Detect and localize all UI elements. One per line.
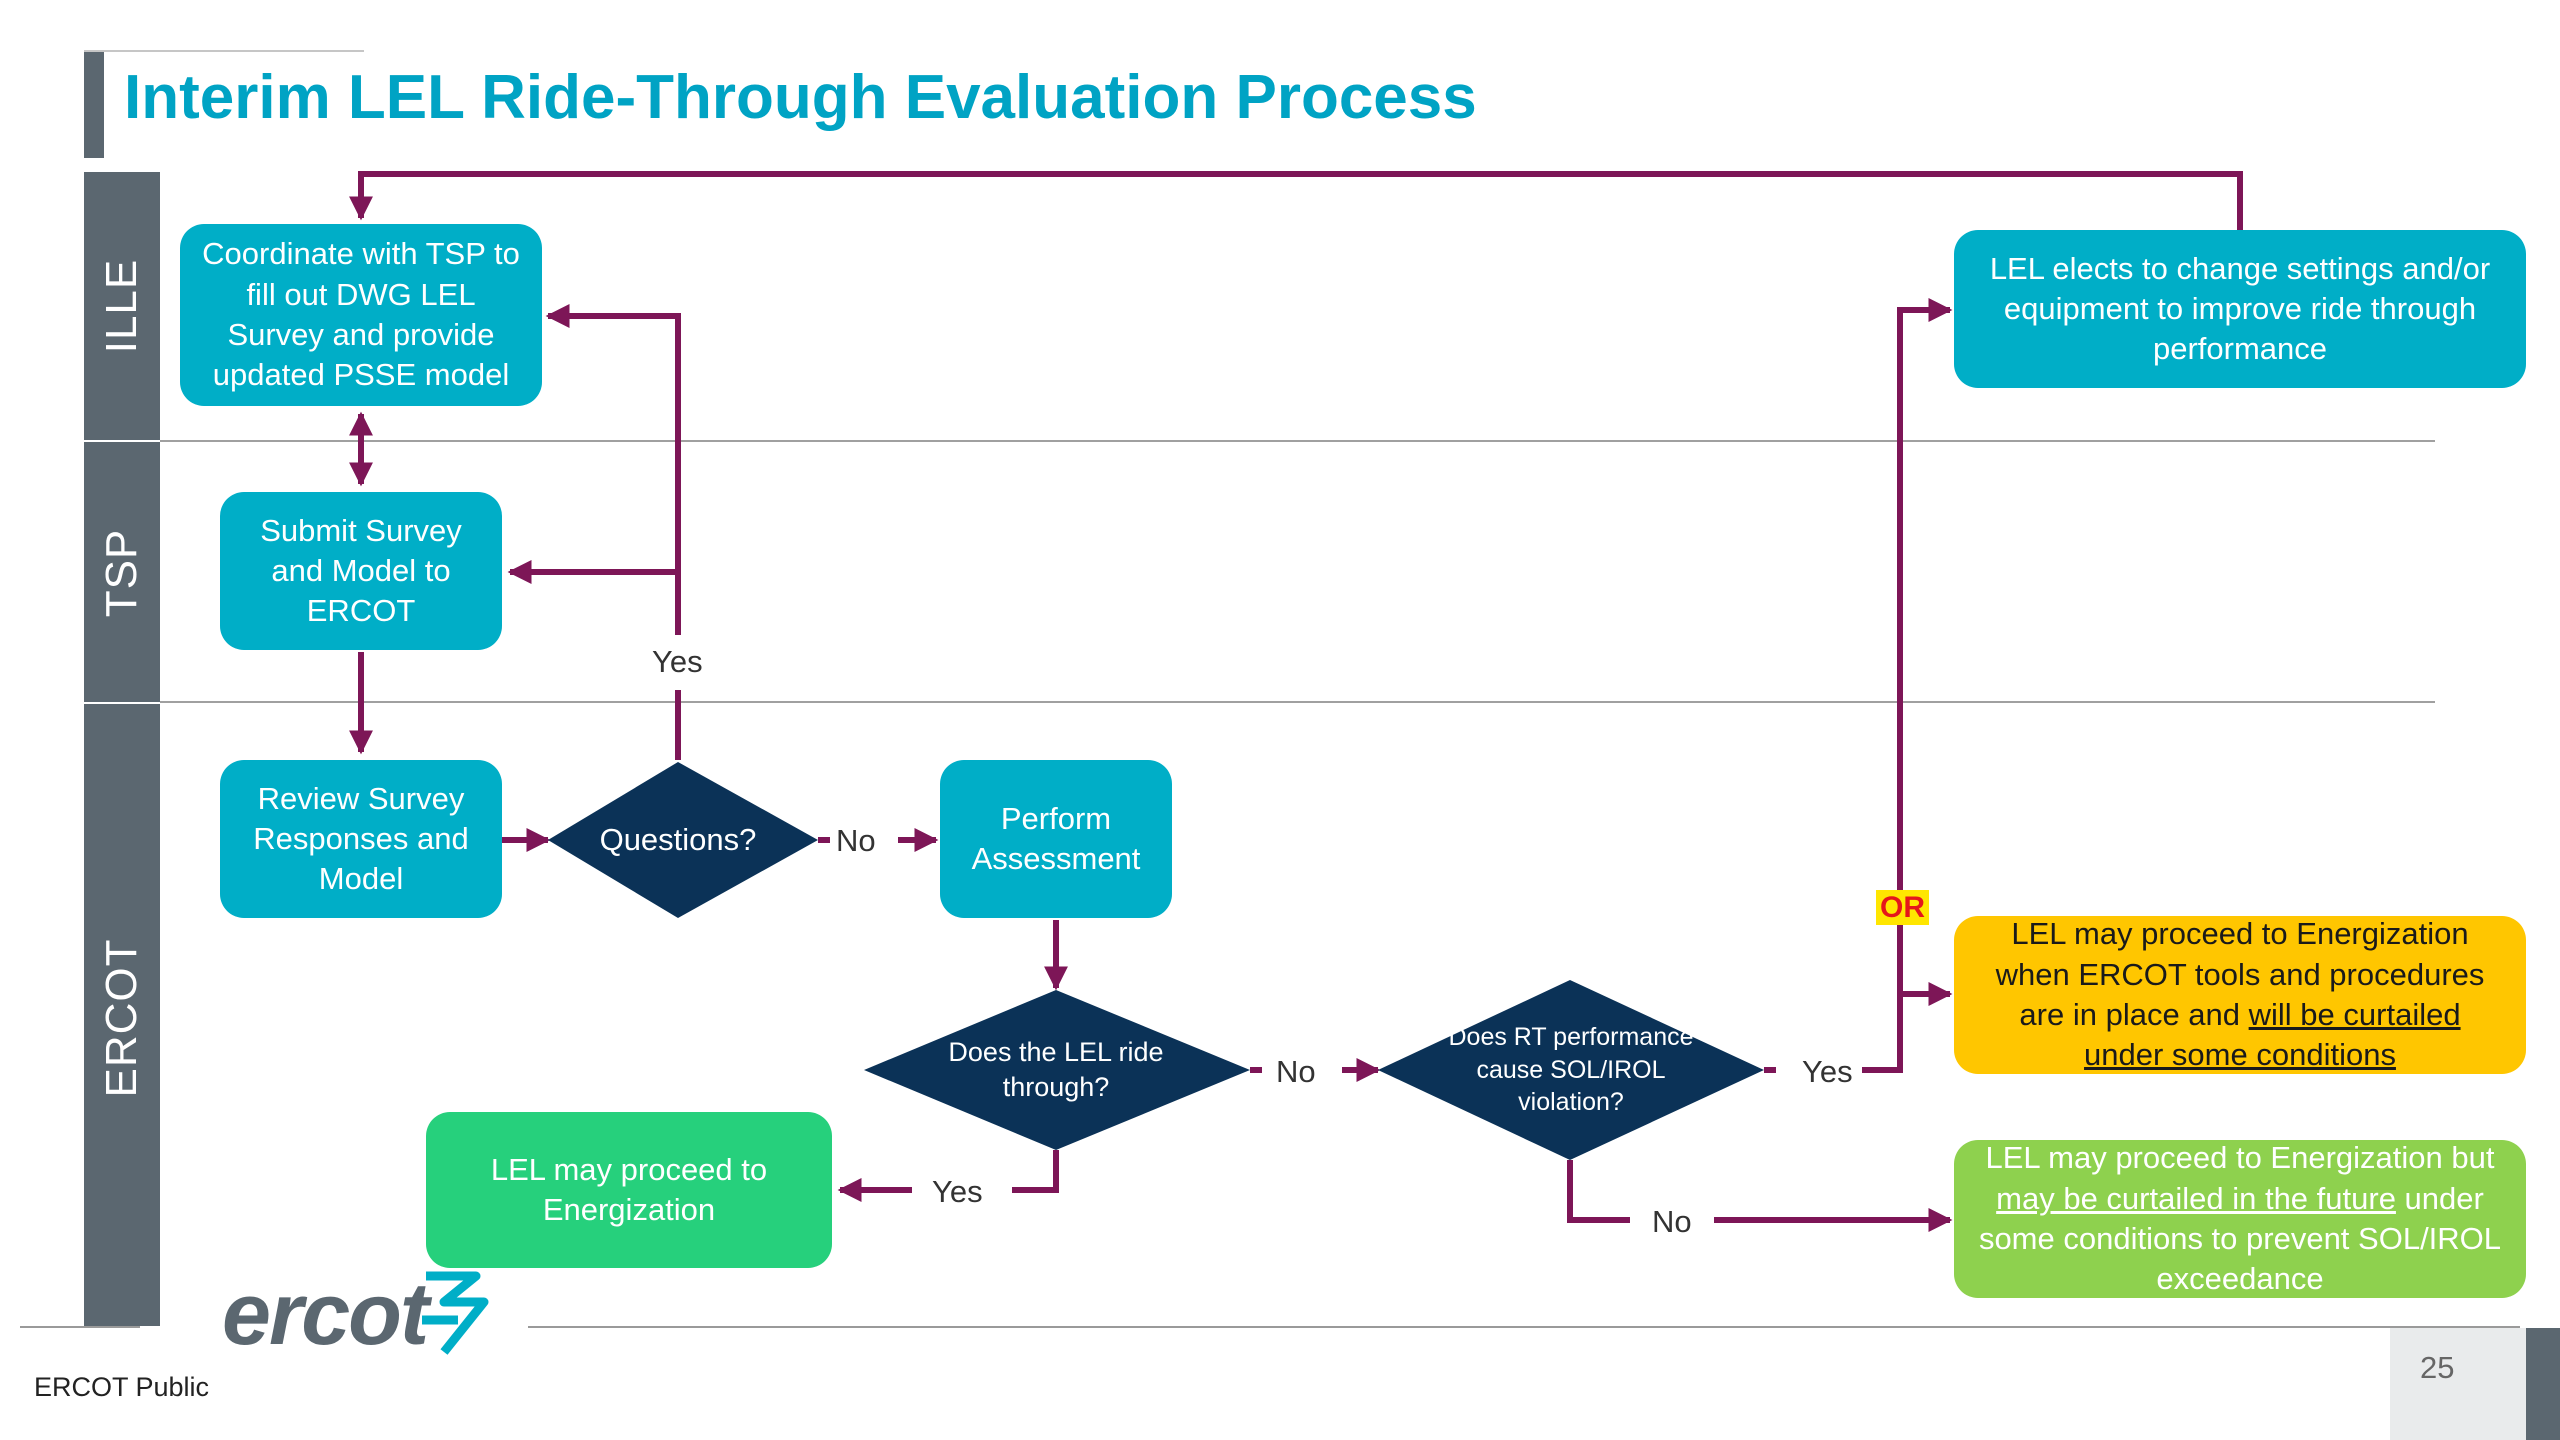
- page-edge-bar: [2526, 1328, 2560, 1440]
- lel-elects-box: LEL elects to change settings and/or equ…: [1954, 230, 2526, 388]
- ride-through-text: Does the LEL ride through?: [948, 1036, 1164, 1102]
- proceed-energization-box: LEL may proceed to Energization: [426, 1112, 832, 1268]
- submit-survey-box: Submit Survey and Model to ERCOT: [220, 492, 502, 650]
- energization-future-text: LEL may proceed to Energization but may …: [1978, 1140, 2502, 1297]
- questions-no-label: No: [830, 825, 882, 856]
- perform-assessment-box: Perform Assessment: [940, 760, 1172, 918]
- or-badge: OR: [1876, 890, 1929, 925]
- ride-yes-label: Yes: [926, 1176, 989, 1207]
- rt-yes-label: Yes: [1796, 1056, 1859, 1087]
- page-number-panel: [2390, 1328, 2526, 1440]
- rt-performance-text: Does RT performance cause SOL/IROL viola…: [1448, 1023, 1694, 1117]
- energization-future-box: LEL may proceed to Energization but may …: [1954, 1140, 2526, 1298]
- ride-yes-connector: [1012, 1150, 1059, 1193]
- future-underline: may be curtailed in the future: [1996, 1180, 2396, 1216]
- questions-text: Questions?: [599, 821, 757, 857]
- rt-no-label: No: [1646, 1206, 1698, 1237]
- footer-public-label: ERCOT Public: [34, 1372, 210, 1402]
- lane-ercot: [84, 704, 160, 1326]
- title-accent-bar: [84, 50, 104, 158]
- questions-yes-label: Yes: [646, 646, 709, 677]
- energization-curtailed-box: LEL may proceed to Energization when ERC…: [1954, 916, 2526, 1074]
- questions-diamond: [548, 762, 818, 918]
- bolt-icon: [422, 1271, 489, 1355]
- ride-through-diamond: [864, 990, 1250, 1150]
- loop-back-connector: [349, 171, 2243, 230]
- energization-curtailed-text: LEL may proceed to Energization when ERC…: [1995, 916, 2485, 1073]
- ercot-wordmark: ercot: [222, 1264, 429, 1363]
- ercot-logo: ercot: [222, 1270, 502, 1380]
- rt-no-connector: [1567, 1160, 1630, 1223]
- curtailed-underline: will be curtailed under some conditions: [2084, 997, 2461, 1073]
- lane-ille: [84, 172, 160, 440]
- lane-divider-2: [160, 701, 2435, 703]
- lane-divider-1: [160, 440, 2435, 442]
- coordinate-box: Coordinate with TSP to fill out DWG LEL …: [180, 224, 542, 406]
- page-title: Interim LEL Ride-Through Evaluation Proc…: [124, 63, 1477, 132]
- ride-no-label: No: [1270, 1056, 1322, 1087]
- title-rule: [84, 50, 364, 52]
- footer-rule-left: [20, 1326, 140, 1328]
- footer-rule-right: [528, 1326, 2520, 1328]
- page-number: 25: [2420, 1350, 2455, 1385]
- lane-tsp: [84, 442, 160, 702]
- review-survey-box: Review Survey Responses and Model: [220, 760, 502, 918]
- rt-performance-diamond: [1378, 980, 1764, 1160]
